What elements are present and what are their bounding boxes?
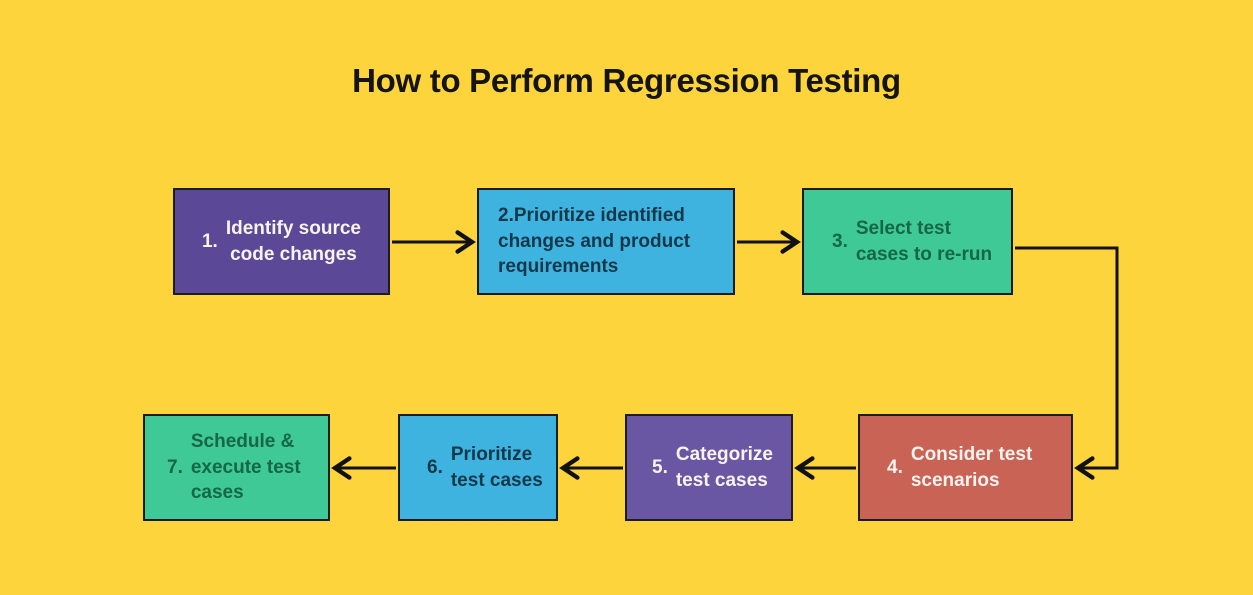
step-box-select-test-cases: 3. Select test cases to re-run <box>802 188 1013 295</box>
step-number: 3. <box>832 230 848 252</box>
step-label: Categorize test cases <box>675 443 773 491</box>
step-box-categorize-test-cases: 5. Categorize test cases <box>625 414 793 521</box>
step-label: Prioritize test cases <box>450 443 543 491</box>
step-label: Consider test scenarios <box>910 443 1033 491</box>
step-number: 6. <box>427 456 443 478</box>
step-number: 4. <box>887 456 903 478</box>
step-number: 1. <box>201 230 218 252</box>
arrow-3-to-4 <box>1015 246 1119 480</box>
step-label: Identify source code changes <box>225 217 361 265</box>
page-title: How to Perform Regression Testing <box>352 62 901 99</box>
step-box-prioritize-test-cases: 6. Prioritize test cases <box>398 414 558 521</box>
step-number: 7. <box>167 456 183 478</box>
step-label: Select test cases to re-run <box>855 217 993 265</box>
step-label: Schedule & execute test cases <box>190 430 301 504</box>
step-number: 5. <box>652 456 668 478</box>
step-box-schedule-execute-test-cases: 7. Schedule & execute test cases <box>143 414 330 521</box>
step-box-prioritize-identified-changes: 2.Prioritize identified changes and prod… <box>477 188 735 295</box>
step-label: 2.Prioritize identified changes and prod… <box>498 204 691 278</box>
step-box-identify-source-code-changes: 1. Identify source code changes <box>173 188 390 295</box>
step-box-consider-test-scenarios: 4. Consider test scenarios <box>858 414 1073 521</box>
